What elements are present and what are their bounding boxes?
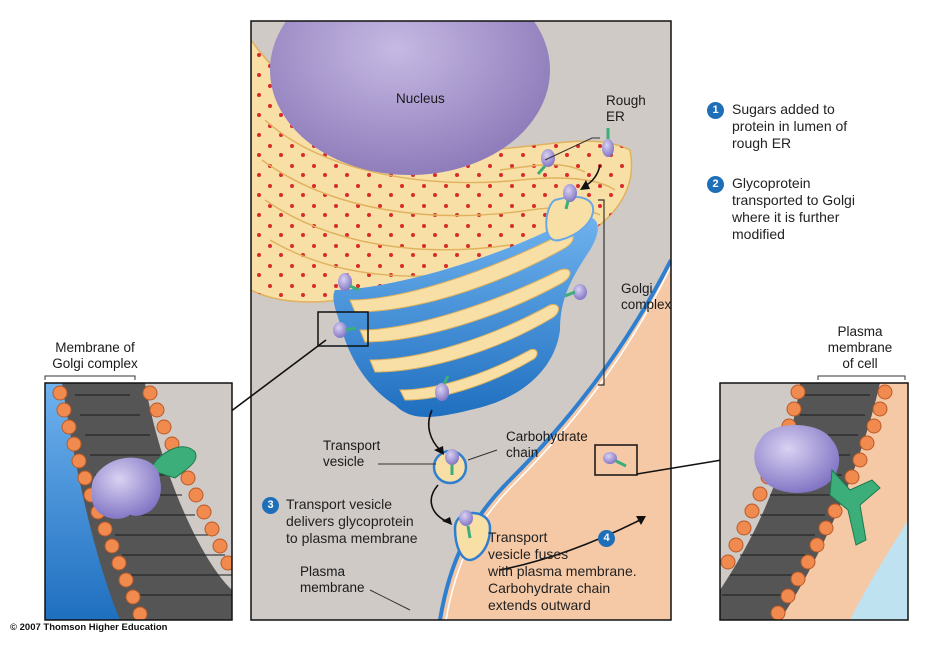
step-3-text: Transport vesicle delivers glycoprotein … (286, 496, 418, 546)
step-2-text: Glycoprotein transported to Golgi where … (732, 175, 855, 242)
right-inset-plasma-membrane (720, 383, 908, 620)
golgi-bracket (598, 199, 605, 386)
step-4-badge: 4 (598, 530, 615, 547)
transport-vesicle-label: Transport vesicle (323, 438, 381, 469)
main-panel (251, 21, 671, 620)
step-4-text: Transport vesicle fuses with plasma memb… (488, 529, 637, 613)
left-inset-golgi-membrane (45, 383, 232, 620)
step-3-badge: 3 (262, 497, 279, 514)
golgi-zoom-box (317, 311, 369, 347)
membrane-zoom-box (594, 444, 638, 476)
plasma-membrane (438, 259, 671, 620)
glycoprotein-in-plasma-membrane (754, 425, 840, 493)
step-1-badge: 1 (707, 102, 724, 119)
plasma-membrane-of-cell-label: Plasma membrane of cell (827, 324, 893, 371)
nucleus-label: Nucleus (396, 91, 445, 106)
membrane-of-golgi-label: Membrane of Golgi complex (52, 340, 138, 371)
carbohydrate-chain-branched (829, 468, 881, 546)
glycoprotein-markers (333, 128, 627, 539)
rough-er-label: Rough ER (606, 93, 646, 124)
glycoprotein-in-golgi-membrane (91, 457, 161, 519)
golgi-complex-label: Golgi complex (621, 281, 672, 312)
nucleus (270, 21, 550, 175)
step-1-text: Sugars added to protein in lumen of roug… (732, 101, 848, 151)
step-2-badge: 2 (707, 176, 724, 193)
carbohydrate-chain-label: Carbohydrate chain (506, 429, 588, 460)
plasma-membrane-label: Plasma membrane (300, 564, 365, 595)
copyright-credit: © 2007 Thomson Higher Education (10, 622, 168, 633)
